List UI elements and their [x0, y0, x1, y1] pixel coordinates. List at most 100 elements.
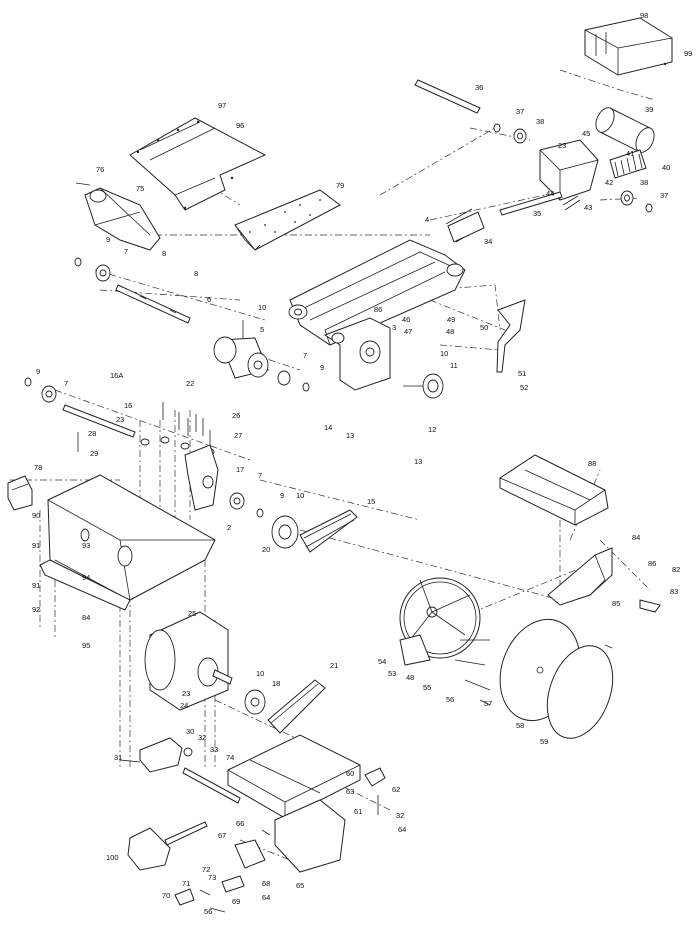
callout-22: 22 [186, 379, 194, 388]
miter-gauge [127, 821, 208, 871]
callout-5: 5 [260, 325, 264, 334]
callout-37: 37 [516, 107, 524, 116]
callout-16: 16 [124, 401, 132, 410]
callout-9: 9 [280, 491, 284, 500]
idler-drum [595, 107, 655, 153]
callout-51: 51 [518, 369, 526, 378]
callout-37: 37 [660, 191, 668, 200]
callout-57: 57 [484, 699, 492, 708]
callout-17: 17 [236, 465, 244, 474]
callout-75: 75 [136, 184, 144, 193]
callout-23: 23 [116, 415, 124, 424]
callout-38: 38 [640, 178, 648, 187]
callout-41: 41 [626, 149, 634, 158]
table-clamp [364, 767, 386, 815]
callout-63: 63 [346, 787, 354, 796]
callout-60: 60 [346, 769, 354, 778]
callout-98: 98 [640, 11, 648, 20]
callout-47: 47 [404, 327, 412, 336]
clamp-parts [174, 829, 271, 913]
callout-76: 76 [96, 165, 104, 174]
callout-91: 91 [32, 581, 40, 590]
callout-15: 15 [367, 497, 375, 506]
drive-drum [213, 320, 310, 392]
sanding-belt [234, 189, 341, 251]
callout-72: 72 [202, 865, 210, 874]
belt-table [227, 734, 361, 873]
v-belt-upper [299, 509, 358, 553]
callout-4: 4 [425, 215, 429, 224]
callout-45: 45 [582, 129, 590, 138]
callout-18: 18 [272, 679, 280, 688]
callout-32: 32 [198, 733, 206, 742]
callout-11: 11 [450, 361, 458, 370]
callout-27: 27 [234, 431, 242, 440]
callout-12: 12 [428, 425, 436, 434]
callout-16A: 16A [110, 371, 123, 380]
mounting-bolts [77, 402, 215, 456]
callout-48: 48 [406, 673, 414, 682]
callout-50: 50 [480, 323, 488, 332]
callout-8: 8 [162, 249, 166, 258]
disc-table [499, 454, 609, 526]
callout-82: 82 [672, 565, 680, 574]
callout-42: 42 [605, 178, 613, 187]
callout-9: 9 [106, 235, 110, 244]
callout-10: 10 [258, 303, 266, 312]
callout-64: 64 [398, 825, 406, 834]
callout-2: 2 [227, 523, 231, 532]
callout-66: 66 [236, 819, 244, 828]
callout-55: 55 [423, 683, 431, 692]
drive-shaft [414, 79, 527, 144]
callout-29: 29 [90, 449, 98, 458]
callout-26: 26 [232, 411, 240, 420]
callout-8: 8 [194, 269, 198, 278]
callout-10: 10 [440, 349, 448, 358]
callout-3: 3 [392, 323, 396, 332]
callout-44: 44 [546, 189, 554, 198]
frame-support [323, 317, 391, 391]
drum-shaft [74, 257, 191, 324]
callout-69: 69 [232, 897, 240, 906]
callout-56: 56 [204, 907, 212, 916]
callout-23: 23 [558, 141, 566, 150]
callout-97: 97 [218, 101, 226, 110]
drive-pulley [229, 492, 299, 549]
tracking-knob [403, 373, 444, 399]
callout-7: 7 [303, 351, 307, 360]
callout-78: 78 [34, 463, 42, 472]
callout-38: 38 [536, 117, 544, 126]
callout-86: 86 [648, 559, 656, 568]
platen-guard [584, 17, 673, 76]
callout-88: 88 [588, 459, 596, 468]
tension-spring [445, 208, 485, 243]
callout-13: 13 [414, 457, 422, 466]
callout-54: 54 [378, 657, 386, 666]
disc-guard [399, 577, 481, 666]
callout-10: 10 [256, 669, 264, 678]
callout-24: 24 [180, 701, 188, 710]
callout-40: 40 [662, 163, 670, 172]
callout-71: 71 [182, 879, 190, 888]
table-bracket [119, 737, 193, 773]
callout-83: 83 [670, 587, 678, 596]
callout-9: 9 [320, 363, 324, 372]
callout-64: 64 [262, 893, 270, 902]
callout-39: 39 [645, 105, 653, 114]
callout-58: 58 [516, 721, 524, 730]
callout-93: 93 [82, 541, 90, 550]
motor-shaft [24, 377, 136, 438]
callout-46: 46 [402, 315, 410, 324]
v-belt-lower [267, 679, 326, 734]
callout-73: 73 [208, 873, 216, 882]
disc-bolts [454, 639, 491, 706]
callout-100: 100 [106, 853, 119, 862]
callout-53: 53 [388, 669, 396, 678]
callout-95: 95 [82, 641, 90, 650]
callout-7: 7 [124, 247, 128, 256]
callout-79: 79 [336, 181, 344, 190]
callout-20: 20 [262, 545, 270, 554]
callout-9: 9 [36, 367, 40, 376]
